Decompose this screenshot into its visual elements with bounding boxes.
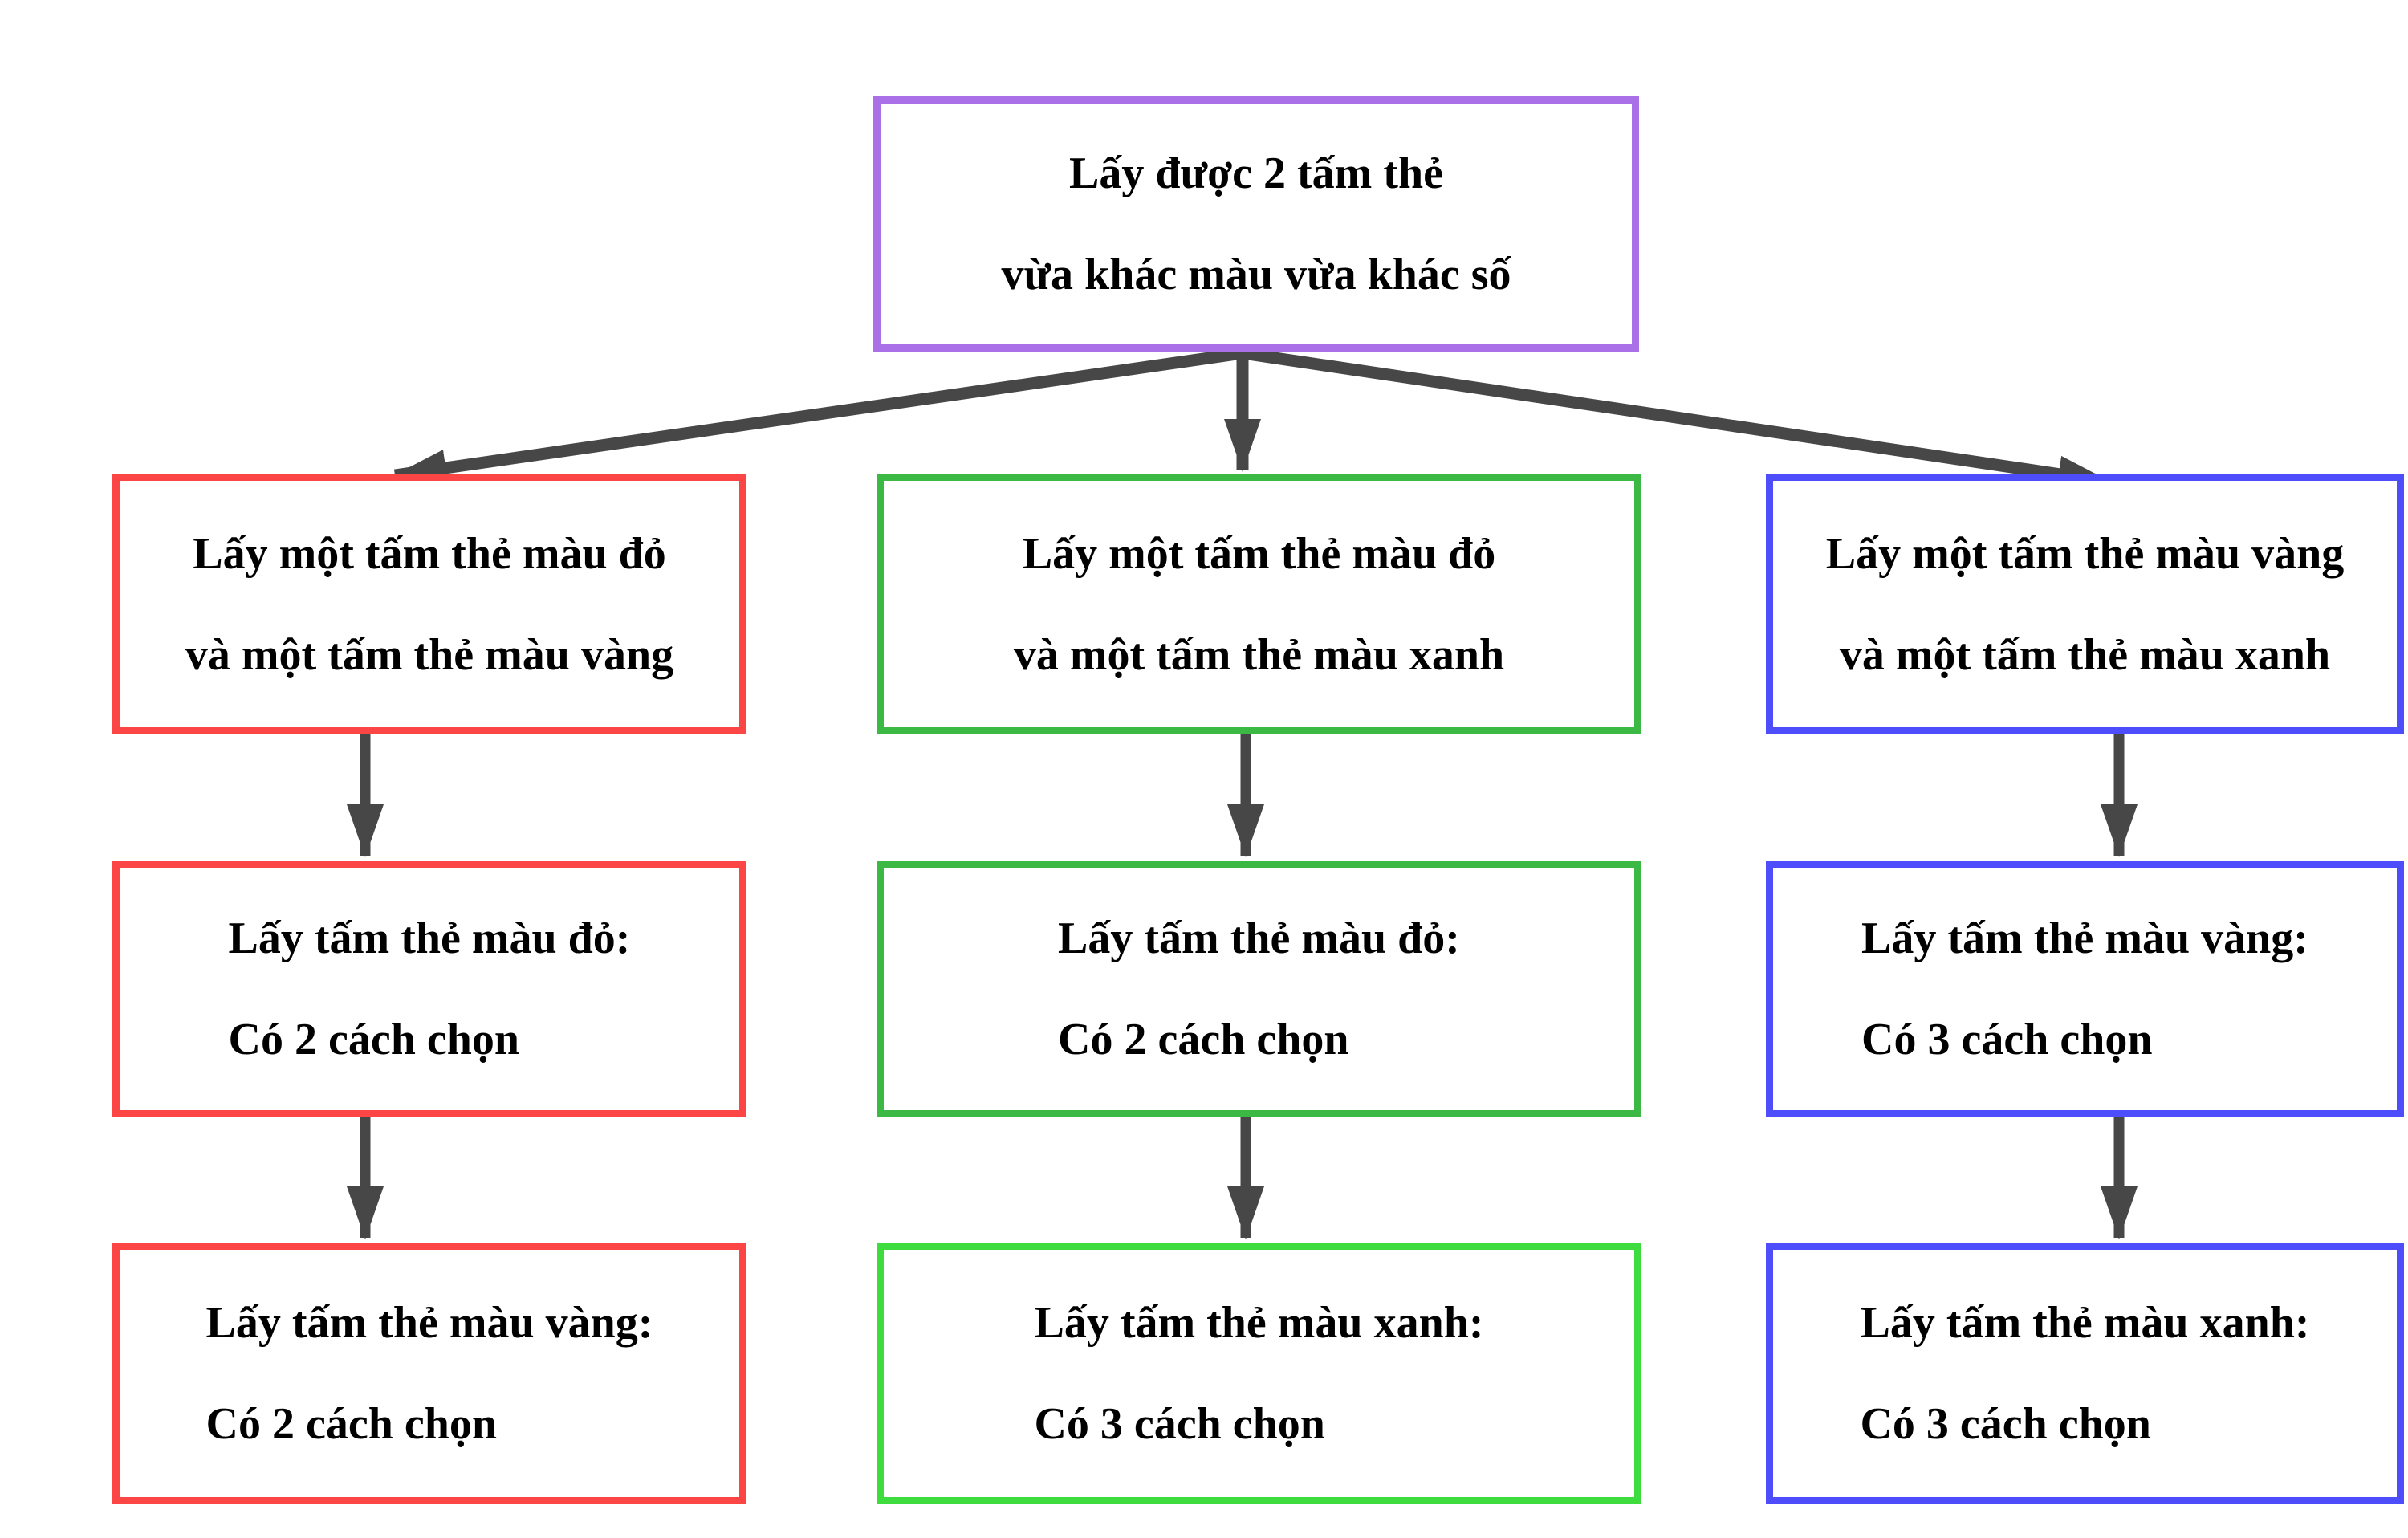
box-line1: Lấy tấm thẻ màu đỏ:: [228, 913, 631, 963]
box-text: Lấy một tấm thẻ màu đỏ và một tấm thẻ mà…: [884, 503, 1634, 706]
box-line2: và một tấm thẻ màu vàng: [185, 629, 674, 680]
box-text: Lấy một tấm thẻ màu đỏ và một tấm thẻ mà…: [120, 503, 739, 706]
box-line1: Lấy một tấm thẻ màu vàng: [1825, 528, 2345, 579]
box-line1: Lấy tấm thẻ màu xanh:: [1034, 1298, 1484, 1348]
box-line1: Lấy tấm thẻ màu xanh:: [1860, 1298, 2310, 1348]
box-text: Lấy tấm thẻ màu đỏ: Có 2 cách chọn: [229, 888, 631, 1090]
box-text: Lấy tấm thẻ màu xanh: Có 3 cách chọn: [1034, 1272, 1483, 1475]
box-line1: Lấy tấm thẻ màu đỏ:: [1058, 913, 1460, 963]
box-red-yellow-pair: Lấy một tấm thẻ màu đỏ và một tấm thẻ mà…: [112, 474, 746, 734]
box-line2: Có 3 cách chọn: [1034, 1399, 1325, 1449]
box-text: Lấy tấm thẻ màu vàng: Có 2 cách chọn: [206, 1272, 653, 1475]
box-text: Lấy tấm thẻ màu đỏ: Có 2 cách chọn: [1058, 888, 1460, 1090]
box-line2: và một tấm thẻ màu xanh: [1839, 629, 2331, 680]
box-yellow-green-pair: Lấy một tấm thẻ màu vàng và một tấm thẻ …: [1766, 474, 2404, 734]
box-text: Lấy tấm thẻ màu xanh: Có 3 cách chọn: [1860, 1272, 2309, 1475]
root-box-line2: vừa khác màu vừa khác số: [1001, 250, 1511, 299]
box-line1: Lấy một tấm thẻ màu đỏ: [1022, 528, 1496, 579]
root-box-text: Lấy được 2 tấm thẻ vừa khác màu vừa khác…: [881, 123, 1632, 325]
box-red-yellow-step2: Lấy tấm thẻ màu vàng: Có 2 cách chọn: [112, 1243, 746, 1504]
root-box: Lấy được 2 tấm thẻ vừa khác màu vừa khác…: [873, 96, 1639, 352]
arrow-root-to-left: [393, 347, 1244, 486]
box-line1: Lấy một tấm thẻ màu đỏ: [193, 528, 666, 579]
arrow-root-to-right: [1241, 347, 2111, 493]
box-red-green-step1: Lấy tấm thẻ màu đỏ: Có 2 cách chọn: [877, 861, 1641, 1117]
box-line1: Lấy tấm thẻ màu vàng:: [1861, 913, 2308, 963]
box-line2: và một tấm thẻ màu xanh: [1013, 629, 1505, 680]
box-yellow-green-step1: Lấy tấm thẻ màu vàng: Có 3 cách chọn: [1766, 861, 2404, 1117]
box-yellow-green-step2: Lấy tấm thẻ màu xanh: Có 3 cách chọn: [1766, 1243, 2404, 1504]
box-text: Lấy tấm thẻ màu vàng: Có 3 cách chọn: [1861, 888, 2308, 1090]
box-red-green-pair: Lấy một tấm thẻ màu đỏ và một tấm thẻ mà…: [877, 474, 1641, 734]
box-red-yellow-step1: Lấy tấm thẻ màu đỏ: Có 2 cách chọn: [112, 861, 746, 1117]
box-line2: Có 3 cách chọn: [1861, 1015, 2153, 1064]
box-line2: Có 2 cách chọn: [228, 1015, 519, 1064]
box-line1: Lấy tấm thẻ màu vàng:: [205, 1298, 653, 1348]
box-line2: Có 3 cách chọn: [1860, 1399, 2151, 1449]
box-line2: Có 2 cách chọn: [1058, 1015, 1349, 1064]
box-line2: Có 2 cách chọn: [205, 1399, 497, 1449]
box-text: Lấy một tấm thẻ màu vàng và một tấm thẻ …: [1773, 503, 2397, 706]
box-red-green-step2: Lấy tấm thẻ màu xanh: Có 3 cách chọn: [877, 1243, 1641, 1504]
root-box-line1: Lấy được 2 tấm thẻ: [1069, 149, 1443, 198]
